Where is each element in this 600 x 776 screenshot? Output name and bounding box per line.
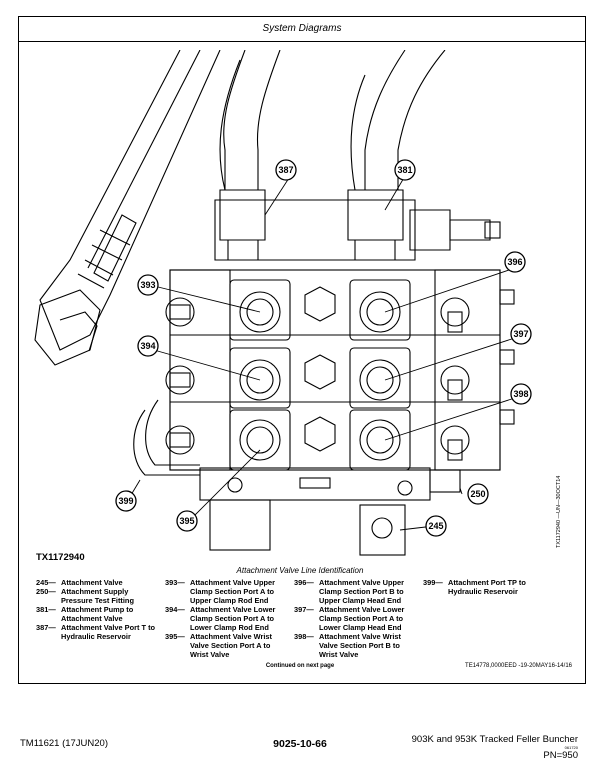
footer-small-code: 061720 bbox=[564, 745, 578, 750]
legend-item: 250— Attachment Supply Pressure Test Fitt… bbox=[36, 587, 161, 605]
legend-item: 396— Attachment Valve Upper Clamp Section… bbox=[294, 578, 419, 605]
callout-396: 396 bbox=[504, 251, 526, 273]
footer-pn: PN=950 bbox=[543, 750, 578, 761]
legend-item: 387— Attachment Valve Port T to Hydraulic… bbox=[36, 623, 161, 641]
continued-note: Continued on next page bbox=[265, 663, 335, 669]
legend-text: Attachment Valve Lower Clamp Section Por… bbox=[190, 605, 276, 632]
legend-num: 387— bbox=[36, 623, 56, 632]
legend-col-3: 396— Attachment Valve Upper Clamp Section… bbox=[294, 578, 419, 659]
callout-399-label: 399 bbox=[118, 496, 133, 506]
header-bar: System Diagrams bbox=[18, 16, 586, 42]
legend-text: Attachment Supply Pressure Test Fitting bbox=[61, 587, 134, 605]
callout-250: 250 bbox=[467, 483, 489, 505]
figure-caption: Attachment Valve Line Identification bbox=[236, 566, 364, 575]
legend-num: 381— bbox=[36, 605, 56, 614]
reference-code: TE14778,0000EED -19-20MAY16-14/16 bbox=[465, 663, 572, 669]
callout-393-label: 393 bbox=[140, 280, 155, 290]
callout-399: 399 bbox=[115, 490, 137, 512]
callout-250-label: 250 bbox=[470, 489, 485, 499]
legend-text: Attachment Pump to Attachment Valve bbox=[61, 605, 134, 623]
legend-item: 395— Attachment Valve Wrist Valve Section… bbox=[165, 632, 290, 659]
callouts: 387 381 396 393 397 394 398 399 250 395 … bbox=[115, 159, 532, 537]
callout-381-label: 381 bbox=[397, 165, 412, 175]
callout-398-label: 398 bbox=[513, 389, 528, 399]
legend-num: 393— bbox=[165, 578, 185, 587]
section-title: System Diagrams bbox=[262, 23, 342, 34]
callout-245-label: 245 bbox=[428, 521, 443, 531]
legend-text: Attachment Valve Wrist Valve Section Por… bbox=[190, 632, 273, 659]
legend-num: 250— bbox=[36, 587, 56, 596]
legend-item: 398— Attachment Valve Wrist Valve Section… bbox=[294, 632, 419, 659]
legend-num: 398— bbox=[294, 632, 314, 641]
callout-381: 381 bbox=[394, 159, 416, 181]
callout-396-label: 396 bbox=[507, 257, 522, 267]
legend-text: Attachment Valve Lower Clamp Section Por… bbox=[319, 605, 405, 632]
legend-col-4: 399— Attachment Port TP to Hydraulic Rese… bbox=[423, 578, 553, 596]
callout-394: 394 bbox=[137, 335, 159, 357]
legend-item: 381— Attachment Pump to Attachment Valve bbox=[36, 605, 161, 623]
figure-side-code: TX1172940 —UN—30OCT14 bbox=[556, 475, 562, 549]
legend-col-2: 393— Attachment Valve Upper Clamp Section… bbox=[165, 578, 290, 659]
legend-item: 245— Attachment Valve bbox=[36, 578, 161, 587]
legend-num: 397— bbox=[294, 605, 314, 614]
legend-item: 393— Attachment Valve Upper Clamp Section… bbox=[165, 578, 290, 605]
legend-text: Attachment Valve Upper Clamp Section Por… bbox=[319, 578, 405, 605]
legend-text: Attachment Port TP to Hydraulic Reservoi… bbox=[448, 578, 526, 596]
footer-right: 903K and 953K Tracked Feller Buncher 061… bbox=[412, 734, 578, 761]
legend-item: 397— Attachment Valve Lower Clamp Section… bbox=[294, 605, 419, 632]
legend-item: 399— Attachment Port TP to Hydraulic Rese… bbox=[423, 578, 553, 596]
figure-id: TX1172940 bbox=[36, 552, 85, 563]
callout-395-label: 395 bbox=[179, 516, 194, 526]
legend-text: Attachment Valve Wrist Valve Section Por… bbox=[319, 632, 402, 659]
legend-num: 395— bbox=[165, 632, 185, 641]
callout-393: 393 bbox=[137, 274, 159, 296]
callout-397: 397 bbox=[510, 323, 532, 345]
footer-doc-id: TM11621 (17JUN20) bbox=[20, 738, 109, 749]
legend-num: 399— bbox=[423, 578, 443, 587]
footer-page-number: 9025-10-66 bbox=[273, 738, 327, 750]
legend-text: Attachment Valve Upper Clamp Section Por… bbox=[190, 578, 276, 605]
callout-395: 395 bbox=[176, 510, 198, 532]
callout-387-label: 387 bbox=[278, 165, 293, 175]
legend-text: Attachment Valve Port T to Hydraulic Res… bbox=[61, 623, 156, 641]
callout-398: 398 bbox=[510, 383, 532, 405]
footer-title: 903K and 953K Tracked Feller Buncher bbox=[411, 734, 578, 745]
legend-item: 394— Attachment Valve Lower Clamp Section… bbox=[165, 605, 290, 632]
legend-num: 245— bbox=[36, 578, 56, 587]
legend-col-1: 245— Attachment Valve 250— Attachment Supp… bbox=[36, 578, 161, 641]
callout-387: 387 bbox=[275, 159, 297, 181]
legend-num: 394— bbox=[165, 605, 185, 614]
valve-illustration: 387 381 396 393 397 394 398 399 250 395 … bbox=[34, 50, 532, 556]
callout-394-label: 394 bbox=[140, 341, 155, 351]
legend-text: Attachment Valve bbox=[61, 578, 123, 587]
callout-397-label: 397 bbox=[513, 329, 528, 339]
legend-num: 396— bbox=[294, 578, 314, 587]
callout-245: 245 bbox=[425, 515, 447, 537]
